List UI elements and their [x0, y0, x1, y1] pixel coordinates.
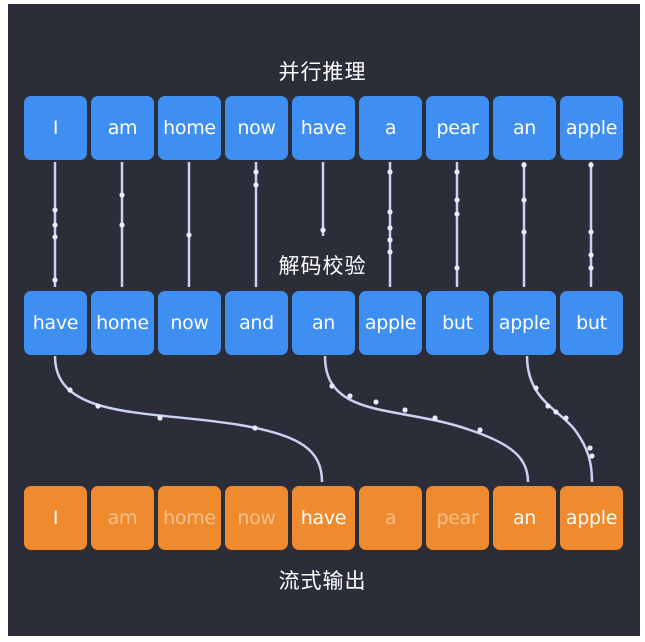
connector-dot	[402, 407, 408, 413]
connector-dot	[253, 182, 259, 188]
connector-dot	[95, 403, 101, 409]
connector-dot	[454, 265, 460, 271]
output-token: am	[91, 486, 154, 550]
connector-dot	[588, 252, 594, 258]
curve-connector	[525, 355, 594, 483]
verify-token: and	[225, 291, 288, 355]
connector-dot	[253, 169, 259, 175]
verify-token: but	[560, 291, 623, 355]
curve-connector	[53, 355, 324, 483]
connector-dot	[545, 403, 551, 409]
connector-dot	[521, 229, 527, 235]
draft-token: now	[225, 96, 288, 160]
draft-token: have	[292, 96, 355, 160]
draft-token: I	[24, 96, 87, 160]
label-decode-verify: 解码校验	[278, 254, 367, 278]
connector-dot	[454, 211, 460, 217]
connector-dot	[320, 227, 326, 233]
draft-token: a	[359, 96, 422, 160]
verify-token: apple	[493, 291, 556, 355]
connector-dot	[52, 222, 58, 228]
connector-dot	[387, 209, 393, 215]
connector-dot	[563, 415, 569, 421]
verify-token: apple	[359, 291, 422, 355]
connector-dot	[521, 162, 527, 168]
verify-token: now	[158, 291, 221, 355]
connector-dot	[67, 387, 73, 393]
curve-connector	[323, 355, 530, 483]
output-token: home	[158, 486, 221, 550]
connector-dot	[347, 393, 353, 399]
connector-dot	[432, 415, 438, 421]
connector-dot	[157, 415, 163, 421]
output-token: an	[493, 486, 556, 550]
draft-token: am	[91, 96, 154, 160]
label-stream-output: 流式输出	[278, 569, 367, 593]
connector-dot	[387, 225, 393, 231]
connector-dot	[186, 232, 192, 238]
output-token: have	[292, 486, 355, 550]
draft-token: home	[158, 96, 221, 160]
connector-dot	[477, 427, 483, 433]
verify-token: have	[24, 291, 87, 355]
connector-dot	[52, 234, 58, 240]
label-parallel-inference: 并行推理	[278, 60, 367, 84]
connector-dot	[521, 197, 527, 203]
draft-token: pear	[426, 96, 489, 160]
connector-dot	[553, 409, 559, 415]
connector-dot	[119, 222, 125, 228]
connector-dot	[387, 169, 393, 175]
connector-dot	[588, 162, 594, 168]
verify-token: an	[292, 291, 355, 355]
output-token: apple	[560, 486, 623, 550]
verify-token: home	[91, 291, 154, 355]
connector-dot	[454, 197, 460, 203]
output-token: I	[24, 486, 87, 550]
connector-dot	[587, 445, 593, 451]
connector-dot	[252, 425, 258, 431]
verify-token: but	[426, 291, 489, 355]
output-token: a	[359, 486, 422, 550]
connector-dot	[588, 265, 594, 271]
connector-dot	[373, 399, 379, 405]
connector-dot	[329, 383, 335, 389]
connector-dot	[119, 192, 125, 198]
connector-dot	[52, 207, 58, 213]
draft-token: apple	[560, 96, 623, 160]
connector-dot	[387, 249, 393, 255]
connector-dot	[52, 277, 58, 283]
connector-dot	[387, 237, 393, 243]
connector-dot	[589, 453, 595, 459]
connector-dot	[454, 169, 460, 175]
output-token: pear	[426, 486, 489, 550]
output-token: now	[225, 486, 288, 550]
connector-dot	[588, 229, 594, 235]
draft-token: an	[493, 96, 556, 160]
connector-dot	[533, 385, 539, 391]
